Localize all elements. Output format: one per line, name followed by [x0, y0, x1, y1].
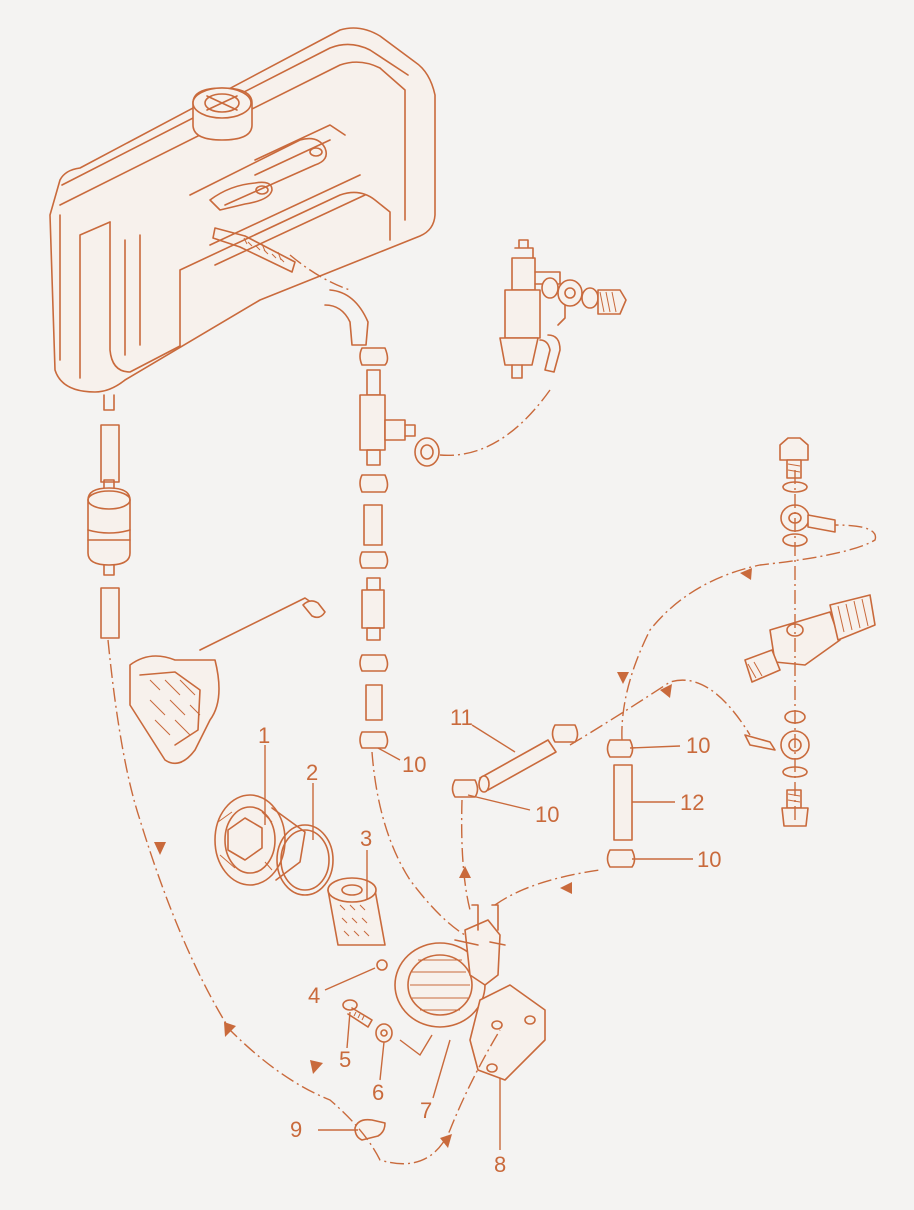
mounting-bracket: [469, 984, 546, 1081]
arrow-icon: [660, 684, 672, 698]
filter-head: [394, 904, 506, 1028]
label-9: 9: [290, 1117, 302, 1142]
arrow-icon: [459, 866, 471, 878]
centre-fuel-line: [324, 289, 440, 749]
label-2: 2: [306, 760, 318, 785]
label-4: 4: [308, 983, 320, 1008]
hose-11: [478, 739, 557, 793]
label-7: 7: [420, 1098, 432, 1123]
hose-12: [613, 764, 633, 841]
label-10-lower: 10: [535, 802, 559, 827]
fuel-flow-lines: [107, 254, 877, 1165]
hose-clip: [354, 1118, 386, 1141]
label-6: 6: [372, 1080, 384, 1105]
label-5: 5: [339, 1047, 351, 1072]
arrow-icon: [740, 568, 752, 580]
leader-lines: [264, 724, 693, 1150]
injection-pump: [744, 437, 876, 827]
label-11: 11: [450, 705, 473, 730]
seal-ring: [276, 824, 334, 896]
label-12: 12: [680, 790, 704, 815]
arrow-icon: [440, 1134, 452, 1148]
label-10-centre: 10: [402, 752, 426, 777]
bolt: [342, 999, 373, 1028]
arrow-icon: [617, 672, 629, 684]
fuel-tank: [49, 27, 436, 411]
arrow-icon: [310, 1060, 323, 1074]
tank-feed-hose: [87, 424, 131, 639]
filter-cap: [214, 794, 306, 886]
arrow-icon: [154, 842, 166, 855]
label-1: 1: [258, 723, 270, 748]
arrow-icon: [224, 1022, 236, 1037]
label-10-upper-right: 10: [686, 733, 710, 758]
flow-arrows: [154, 568, 752, 1148]
strainer-element: [129, 597, 326, 765]
label-10-lower-right: 10: [697, 847, 721, 872]
injector-assembly: [499, 239, 627, 379]
label-3: 3: [360, 826, 372, 851]
washer: [375, 1023, 393, 1043]
o-ring: [376, 959, 388, 971]
part-labels: 1 2 3 4 5 6 7 8 9 10 10 10 10 11 12: [258, 705, 721, 1177]
label-8: 8: [494, 1152, 506, 1177]
filter-cartridge: [327, 877, 386, 946]
arrow-icon: [560, 882, 572, 894]
